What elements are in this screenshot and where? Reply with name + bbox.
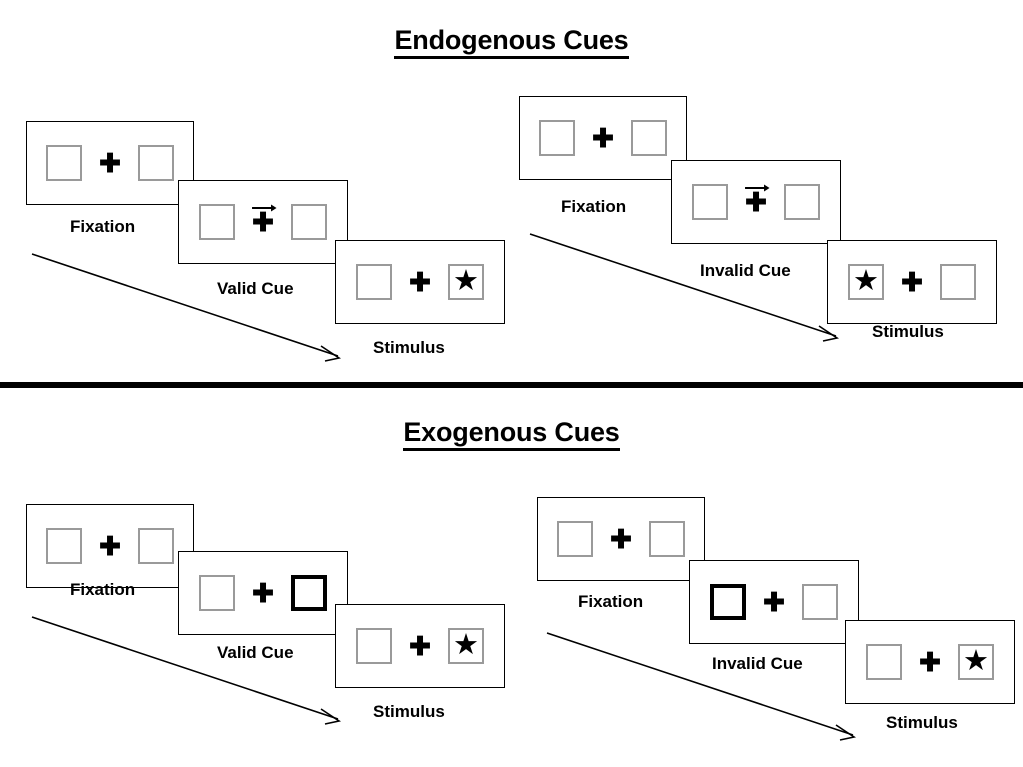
time-flow-arrow-exogenous-valid xyxy=(31,616,342,725)
panel-endogenous-invalid-stimulus: ★ ✚ xyxy=(827,240,997,324)
fixation-mark-with-cue: ✚ xyxy=(249,202,277,242)
stimulus-box-left: ★ xyxy=(848,264,884,300)
section-title-endogenous-text: Endogenous Cues xyxy=(394,27,629,59)
panel-label-exogenous-valid-cue: Valid Cue xyxy=(217,643,294,662)
panel-endogenous-invalid-fixation: ✚ xyxy=(519,96,687,180)
fixation-mark: ✚ xyxy=(96,143,124,183)
plus-icon: ✚ xyxy=(99,148,121,178)
fixation-mark: ✚ xyxy=(916,642,944,682)
plus-icon: ✚ xyxy=(901,267,923,297)
stimulus-box-right xyxy=(631,120,667,156)
stimulus-box-left xyxy=(46,145,82,181)
section-exogenous: Exogenous Cues xyxy=(0,391,1023,767)
stimulus-box-right: ★ xyxy=(958,644,994,680)
panel-exogenous-valid-stimulus: ✚ ★ xyxy=(335,604,505,688)
stimulus-box-right xyxy=(138,528,174,564)
panel-label-endogenous-valid-cue: Valid Cue xyxy=(217,279,294,298)
stimulus-box-right xyxy=(940,264,976,300)
fixation-mark: ✚ xyxy=(589,118,617,158)
star-icon: ★ xyxy=(453,264,479,297)
stimulus-box-right-cued xyxy=(291,575,327,611)
panel-exogenous-invalid-stimulus: ✚ ★ xyxy=(845,620,1015,704)
fixation-mark: ✚ xyxy=(607,519,635,559)
stimulus-box-left xyxy=(199,575,235,611)
time-flow-arrow-endogenous-valid xyxy=(31,253,342,362)
panel-label-endogenous-invalid-stimulus: Stimulus xyxy=(872,322,944,341)
stimulus-box-right xyxy=(802,584,838,620)
stimulus-box-left xyxy=(199,204,235,240)
stimulus-box-left xyxy=(46,528,82,564)
plus-icon: ✚ xyxy=(99,531,121,561)
plus-icon: ✚ xyxy=(252,578,274,608)
panel-label-endogenous-valid-fixation: Fixation xyxy=(70,217,136,236)
stimulus-box-right xyxy=(784,184,820,220)
time-flow-arrow-exogenous-invalid xyxy=(546,632,857,741)
fixation-mark: ✚ xyxy=(898,262,926,302)
fixation-mark: ✚ xyxy=(760,582,788,622)
panel-exogenous-invalid-cue: ✚ xyxy=(689,560,859,644)
panel-label-endogenous-valid-stimulus: Stimulus xyxy=(373,338,445,357)
panel-endogenous-valid-cue: ✚ xyxy=(178,180,348,264)
arrow-right-cue-icon xyxy=(745,184,770,192)
fixation-mark-with-cue: ✚ xyxy=(742,182,770,222)
star-icon: ★ xyxy=(853,264,879,297)
panel-label-exogenous-valid-fixation: Fixation xyxy=(70,580,136,599)
plus-icon: ✚ xyxy=(745,187,767,217)
arrow-right-cue-icon xyxy=(252,204,277,212)
section-title-exogenous: Exogenous Cues xyxy=(0,419,1023,451)
panel-endogenous-valid-stimulus: ✚ ★ xyxy=(335,240,505,324)
stimulus-box-left xyxy=(356,264,392,300)
plus-icon: ✚ xyxy=(409,267,431,297)
section-title-exogenous-text: Exogenous Cues xyxy=(403,419,620,451)
stimulus-box-left xyxy=(539,120,575,156)
star-icon: ★ xyxy=(963,644,989,677)
stimulus-box-left-cued xyxy=(710,584,746,620)
panel-label-exogenous-invalid-stimulus: Stimulus xyxy=(886,713,958,732)
stimulus-box-right: ★ xyxy=(448,264,484,300)
time-flow-arrow-endogenous-invalid xyxy=(529,233,840,342)
star-icon: ★ xyxy=(453,628,479,661)
fixation-mark: ✚ xyxy=(406,262,434,302)
panel-label-endogenous-invalid-fixation: Fixation xyxy=(561,197,627,216)
stimulus-box-left xyxy=(866,644,902,680)
plus-icon: ✚ xyxy=(919,647,941,677)
section-title-endogenous: Endogenous Cues xyxy=(0,27,1023,59)
section-endogenous: Endogenous Cues ✚ Fixation ✚ Valid Cue ✚… xyxy=(0,27,1023,362)
panel-label-exogenous-valid-stimulus: Stimulus xyxy=(373,702,445,721)
plus-icon: ✚ xyxy=(592,123,614,153)
panel-endogenous-invalid-cue: ✚ xyxy=(671,160,841,244)
panel-exogenous-valid-cue: ✚ xyxy=(178,551,348,635)
stimulus-box-right xyxy=(138,145,174,181)
stimulus-box-right: ★ xyxy=(448,628,484,664)
panel-exogenous-invalid-fixation: ✚ xyxy=(537,497,705,581)
stimulus-box-left xyxy=(356,628,392,664)
stimulus-box-right xyxy=(649,521,685,557)
panel-endogenous-valid-fixation: ✚ xyxy=(26,121,194,205)
fixation-mark: ✚ xyxy=(249,573,277,613)
plus-icon: ✚ xyxy=(763,587,785,617)
fixation-mark: ✚ xyxy=(406,626,434,666)
stimulus-box-right xyxy=(291,204,327,240)
plus-icon: ✚ xyxy=(252,207,274,237)
plus-icon: ✚ xyxy=(409,631,431,661)
panel-exogenous-valid-fixation: ✚ xyxy=(26,504,194,588)
panel-label-endogenous-invalid-cue: Invalid Cue xyxy=(700,261,791,280)
stimulus-box-left xyxy=(692,184,728,220)
fixation-mark: ✚ xyxy=(96,526,124,566)
panel-label-exogenous-invalid-fixation: Fixation xyxy=(578,592,644,611)
section-divider xyxy=(0,382,1023,388)
stimulus-box-left xyxy=(557,521,593,557)
plus-icon: ✚ xyxy=(610,524,632,554)
panel-label-exogenous-invalid-cue: Invalid Cue xyxy=(712,654,803,673)
